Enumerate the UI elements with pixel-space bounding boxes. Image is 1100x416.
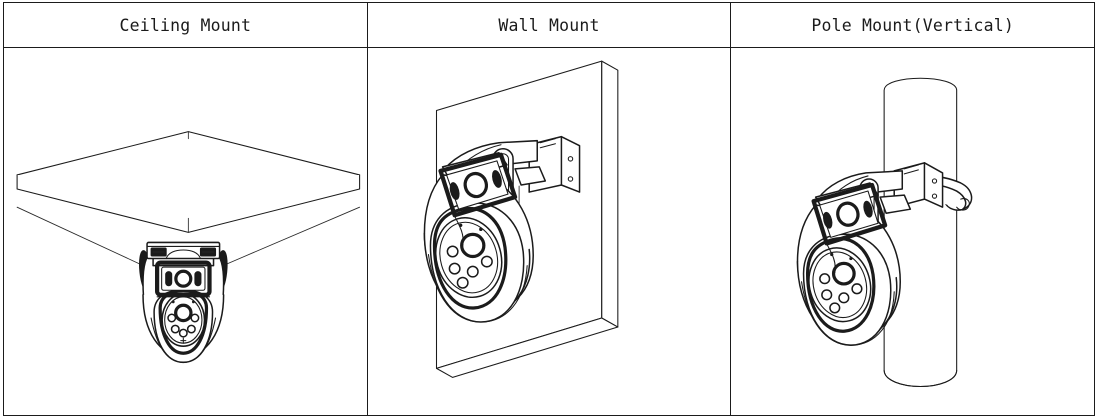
bullet-main-lens: [174, 269, 193, 288]
ir-window-right: [194, 271, 202, 287]
mic-hole: [849, 256, 853, 261]
ceiling-edge-guide-right: [227, 206, 361, 265]
wall-mount-drawing: [423, 60, 619, 378]
camera-assembly-ceiling: [16, 206, 361, 364]
ir-led: [821, 289, 833, 301]
mic-hole: [171, 300, 175, 304]
screw-hole: [567, 176, 573, 182]
cell-ceiling-mount: [3, 47, 368, 416]
dome-main-lens: [832, 261, 857, 286]
bullet-main-lens: [836, 201, 860, 227]
ir-led: [178, 328, 188, 338]
pole-mount-vertical-drawing: [797, 77, 973, 388]
screw-hole: [932, 178, 938, 184]
ir-window-left: [165, 271, 173, 287]
camera-assembly-pole: [797, 162, 973, 346]
ir-led: [456, 276, 469, 289]
table-figure-row: [3, 47, 1095, 416]
dome-faceplate: [432, 206, 508, 310]
ir-window-left: [449, 182, 460, 200]
ir-led: [480, 255, 493, 268]
figure-pole-mount-vertical: [731, 48, 1094, 415]
table-body: [3, 47, 1095, 416]
ir-led: [819, 273, 831, 285]
ir-led: [446, 245, 459, 258]
bullet-main-lens: [463, 171, 488, 199]
mic-hole: [478, 227, 483, 232]
header-wall-mount: Wall Mount: [366, 2, 732, 48]
ir-led: [838, 292, 850, 304]
cell-wall-mount: [366, 47, 732, 416]
ceiling-edge-guide-left: [16, 206, 140, 265]
table-header-row: Ceiling Mount Wall Mount Pole Mount(Vert…: [3, 2, 1095, 48]
ir-led: [448, 262, 461, 275]
mounting-methods-table: Ceiling Mount Wall Mount Pole Mount(Vert…: [3, 2, 1095, 416]
ceiling-mount-drawing: [16, 131, 361, 364]
header-pole-mount-vertical: Pole Mount(Vertical): [730, 2, 1095, 48]
ir-led: [466, 265, 479, 278]
table-header-row-group: Ceiling Mount Wall Mount Pole Mount(Vert…: [3, 2, 1095, 48]
ir-window-left: [823, 211, 833, 229]
screw-hole: [567, 156, 573, 162]
bullet-camera-head: [811, 182, 888, 274]
ceiling-slab: [16, 131, 361, 233]
mic-hole: [191, 300, 195, 304]
ir-window-right: [491, 170, 502, 188]
faceplate-crosshair: [180, 337, 187, 344]
bullet-lens-bezel: [155, 260, 212, 297]
dome-faceplate: [806, 237, 876, 333]
screw-hole: [932, 193, 938, 199]
ir-led: [167, 313, 177, 323]
camera-assembly-wall: [423, 135, 580, 323]
bullet-lens-bezel: [811, 182, 888, 246]
ir-led: [170, 324, 180, 334]
mount-bracket-plate: [146, 241, 221, 260]
header-ceiling-mount: Ceiling Mount: [3, 2, 368, 48]
vent-slots: [904, 164, 920, 175]
cell-pole-mount-vertical: [730, 47, 1095, 416]
dome-main-lens: [459, 232, 486, 259]
ir-led: [829, 302, 841, 314]
dome-main-lens: [174, 303, 193, 323]
ir-led: [186, 324, 196, 334]
bullet-lens-bezel: [438, 152, 517, 218]
figure-ceiling-mount: [4, 48, 367, 415]
bullet-camera-head: [438, 152, 517, 246]
vertical-pole: [883, 77, 958, 388]
ir-led: [190, 313, 200, 323]
ir-window-right: [863, 200, 874, 218]
ir-led: [851, 283, 863, 295]
figure-wall-mount: [368, 48, 731, 415]
vent-slots: [539, 138, 556, 149]
